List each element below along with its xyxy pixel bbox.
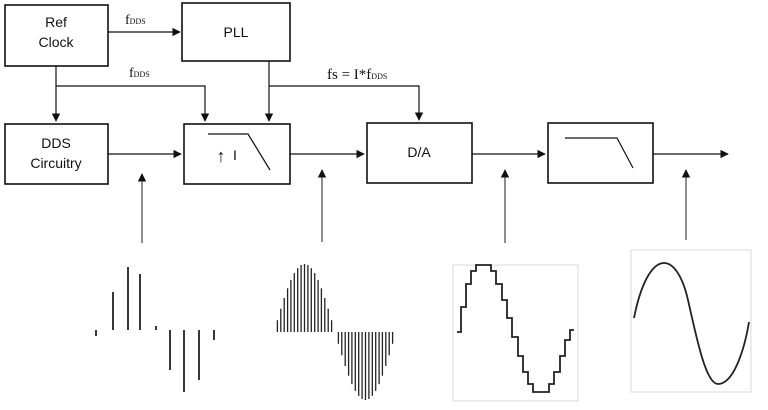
fs-sample-rate-label: fs = I*fDDS [327,67,387,83]
probe-arrows [137,169,691,243]
interpolated-impulse-waveform [276,264,394,400]
pll-label: PLL [224,24,249,40]
ref-clock-label-line1: Ref [45,14,67,30]
ref-clock-block: Ref Clock [4,4,109,67]
pll-block: PLL [181,2,291,62]
upsample-arrow-icon: ↑ [217,146,226,166]
interpolation-factor-label: I [233,147,237,163]
filtered-sine-waveform [633,262,750,385]
fdds-to-interpolator-arrow [56,85,210,122]
dds-impulse-waveform [95,267,215,392]
filtered-sine-panel [630,249,752,393]
interpolation-filter-block: ↑ I [183,123,291,185]
dds-label-line2: Circuitry [30,155,81,171]
ref-clock-label-line2: Clock [38,34,74,50]
connections [51,27,729,159]
dds-circuitry-block: DDS Circuitry [4,123,109,185]
filtered-waveform-frame [630,249,752,393]
dac-waveform-frame [452,264,579,402]
fdds-label-pll: fDDS [125,13,146,28]
reconstruction-filter-block [547,122,654,184]
dac-label: D/A [407,144,431,160]
lowpass-response-icon [565,137,634,169]
fdds-label-interpolator: fDDS [129,66,150,81]
interpolation-filter-response-icon [208,133,271,171]
dac-block: D/A [366,122,473,184]
dac-staircase-panel [452,264,579,402]
dds-label-line1: DDS [41,135,71,151]
dac-staircase-waveform [457,264,574,393]
fs-to-dac-arrow [269,85,424,121]
